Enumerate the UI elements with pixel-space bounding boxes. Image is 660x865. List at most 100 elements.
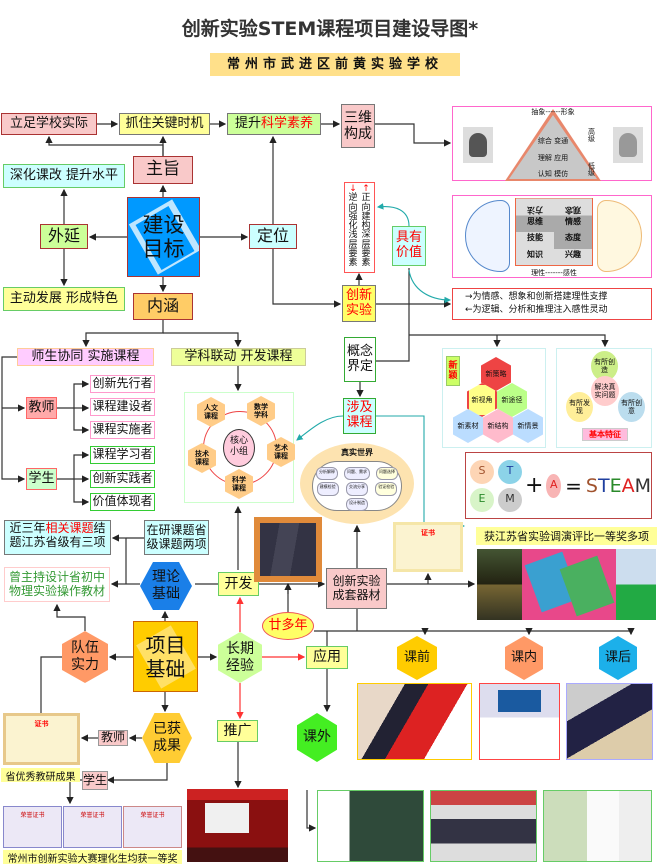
three-dimension-box: 三维构成 [341, 104, 375, 148]
steam-box: S T E M + A = STEAM [465, 452, 652, 519]
feature-label: 基本特征 [582, 428, 628, 441]
equals-sign: = [565, 473, 582, 498]
extension-box: 外延 [40, 224, 88, 249]
circle-m: M [498, 487, 522, 512]
brain-quadrant-grid: 方法观念 思维情感 技能态度 知识兴趣 [515, 198, 593, 266]
achievement-teacher-box: 教师 [98, 730, 128, 746]
equipment-box: 创新实验成套器材 [326, 568, 387, 609]
key-timing-box: 抓住关键时机 [119, 113, 210, 135]
promotion-photo [187, 789, 288, 862]
award-photos [477, 549, 656, 620]
brain-image: 方法观念 思维情感 技能态度 知识兴趣 理性-------感性 [452, 195, 652, 278]
core-group-circle: 核心小组 [223, 429, 255, 467]
circle-e: E [470, 487, 494, 512]
outside-photo-2 [430, 790, 537, 862]
coop-course-box: 师生协同 实施课程 [17, 348, 154, 366]
pyramid-image: 抽象------形象 综合 变通 理解 应用 认知 模仿 高级 低级 [452, 106, 652, 181]
forward-column: ↑正向建构深层要素 [361, 184, 371, 269]
real-world-diagram: 真实世界 分析解释问题、需求问题选择建模检验交流分享验证检验设计制造 [300, 443, 414, 524]
active-development-box: 主动发展 形成特色 [3, 287, 125, 311]
core-technology: 技术课程 [188, 443, 216, 473]
outside-photo-1 [317, 790, 424, 862]
role-course-learner: 课程学习者 [90, 446, 155, 464]
right-brain-icon [597, 200, 642, 272]
outside-class-hex: 课外 [297, 713, 337, 762]
pyramid-row: 认知 模仿 [537, 170, 569, 178]
novel-label: 新颖 [446, 356, 460, 386]
student-certificates-image: 荣誉证书荣誉证书荣誉证书 [3, 806, 182, 848]
pyramid-row: 综合 变通 [537, 137, 569, 145]
circle-t: T [498, 459, 522, 484]
promote-box: 推广 [217, 720, 258, 742]
real-world-title: 真实世界 [341, 447, 373, 457]
teacher-certificate-image: 证书 [3, 713, 80, 765]
pyramid-row: 理解 应用 [537, 154, 569, 162]
connotation-box: 内涵 [133, 293, 193, 320]
achievement-student-box: 学生 [82, 771, 108, 790]
feature-discover: 有所发现 [566, 392, 593, 422]
element-direction-box: ↓逆向强化浅层要素 ↑正向建构深层要素 [344, 182, 375, 273]
goal-label: 建设目标 [142, 212, 185, 261]
role-course-builder: 课程建设者 [90, 398, 155, 416]
innovation-experiment-box: 创新实验 [342, 285, 376, 322]
involve-course-box: 涉及课程 [343, 398, 376, 434]
head-brain-icon [613, 127, 643, 163]
real-world-nodes: 分析解释问题、需求问题选择建模检验交流分享验证检验设计制造 [314, 467, 400, 511]
project-base-box: 项目基础 [133, 621, 198, 692]
page-title: 创新实验STEM课程项目建设导图* [181, 18, 479, 40]
deepen-reform-box: 深化课改 提升水平 [3, 164, 125, 188]
pyramid-top: 抽象------形象 [531, 108, 575, 116]
project-base-label: 项目基础 [145, 632, 186, 681]
plus-sign: + [525, 473, 544, 498]
student-achievement-caption: 常州市创新实验大赛理化生均获一等奖 [3, 850, 182, 865]
apply-box: 应用 [306, 646, 348, 669]
teacher-achievement-caption: 省优秀教研成果 [1, 768, 80, 783]
before-class-photo [357, 683, 472, 760]
pyramid-low: 低级 [588, 162, 595, 177]
team-strength-hex: 队伍实力 [62, 631, 108, 683]
role-innovation-practitioner: 创新实践者 [90, 470, 155, 488]
core-science: 科学课程 [225, 469, 253, 499]
feature-create: 有所创造 [591, 351, 618, 381]
feature-solve: 解决真实问题 [591, 376, 619, 406]
school-reality-box: 立足学校实际 [1, 113, 97, 135]
theory-basis-hex: 理论基础 [140, 562, 192, 610]
certificate-books-image [254, 517, 322, 582]
construction-goal-box: 建设目标 [127, 197, 200, 277]
concept-definition-box: 概念界定 [344, 337, 376, 382]
reverse-column: ↓逆向强化浅层要素 [348, 184, 358, 269]
school-name-banner: 常州市武进区前黄实验学校 [210, 53, 460, 76]
stem-circles: S T E M [470, 459, 522, 512]
in-class-photo [479, 683, 560, 760]
core-group-diagram: 核心小组 人文课程 数学学科 艺术课程 科学课程 技术课程 [184, 392, 295, 503]
circle-a: A [546, 473, 562, 498]
role-course-implementer: 课程实施者 [90, 421, 155, 439]
core-humanities: 人文课程 [197, 397, 225, 427]
function-note-box: →为情感、想象和创新搭建理性支撑 ←为逻辑、分析和推理注入感性灵动 [452, 288, 652, 320]
raise-prefix: 提升 [234, 115, 261, 131]
outside-photo-3 [543, 790, 652, 862]
novel-scenario: 新情景 [513, 409, 543, 443]
brain-bottom-label: 理性-------感性 [531, 269, 577, 277]
role-value-embodier: 价值体现者 [90, 493, 155, 511]
note-line-2: ←为逻辑、分析和推理注入感性灵动 [465, 305, 608, 315]
left-brain-icon [465, 200, 510, 272]
link-course-box: 学科联动 开发课程 [171, 348, 306, 366]
completed-research-box: 近三年相关课题结题江苏省级有三项 [4, 520, 111, 555]
role-creative-pioneer: 创新先行者 [90, 375, 155, 393]
feature-idea: 有所创意 [618, 392, 645, 422]
textbook-box: 曾主持设计省初中物理实验操作教材 [4, 567, 110, 602]
raise-literacy-box: 提升科学素养 [227, 113, 321, 135]
twenty-years-badge: 廿多年 [262, 612, 314, 640]
basic-features-panel: 有所创造 解决真实问题 有所发现 有所创意 基本特征 [556, 348, 652, 448]
develop-box: 开发 [218, 572, 259, 596]
raise-red: 科学素养 [261, 115, 314, 131]
note-line-1: →为情感、想象和创新搭建理性支撑 [465, 292, 608, 302]
student-box: 学生 [26, 468, 57, 490]
positioning-box: 定位 [249, 224, 297, 249]
after-class-photo [566, 683, 653, 760]
has-value-box: 具有价值 [392, 226, 426, 266]
pyramid-high: 高级 [588, 128, 595, 143]
main-purpose-box: 主旨 [133, 156, 193, 184]
